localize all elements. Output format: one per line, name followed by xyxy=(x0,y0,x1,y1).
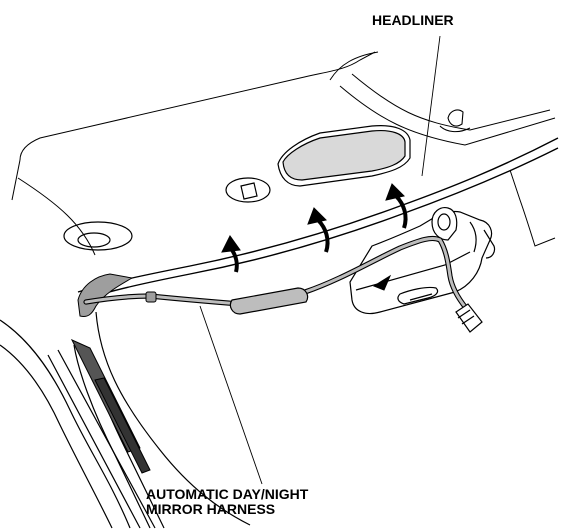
harness-clip xyxy=(145,291,157,303)
harness-sleeve xyxy=(229,287,309,315)
harness-leader xyxy=(199,305,263,485)
harness-label-line1: AUTOMATIC DAY/NIGHT xyxy=(146,486,309,502)
pillar-trim xyxy=(70,338,151,474)
arrow-pull-bracket xyxy=(372,274,392,291)
harness-end-connector xyxy=(455,303,483,333)
headliner-front-edge xyxy=(77,137,559,301)
mirror-harness xyxy=(83,235,469,311)
arrow-up-2 xyxy=(307,207,330,253)
arrow-up-1 xyxy=(221,235,241,273)
headliner-label: HEADLINER xyxy=(372,12,454,28)
headliner-clip-top xyxy=(439,109,471,133)
arrow-up-3 xyxy=(385,183,408,229)
headliner-panel xyxy=(11,51,556,256)
harness-label: AUTOMATIC DAY/NIGHT MIRROR HARNESS xyxy=(146,487,308,517)
headliner-corner-fold xyxy=(77,273,134,317)
harness-label-line2: MIRROR HARNESS xyxy=(146,501,276,517)
mirror-connector-boss xyxy=(431,207,458,241)
leader-lines xyxy=(199,35,441,485)
headliner-leader xyxy=(421,35,441,177)
sunroof-recess xyxy=(277,125,411,187)
clip-hole-rect xyxy=(225,177,271,203)
windshield-pillar xyxy=(0,311,251,529)
release-arrows xyxy=(221,183,408,291)
clip-hole-oval xyxy=(63,221,133,251)
